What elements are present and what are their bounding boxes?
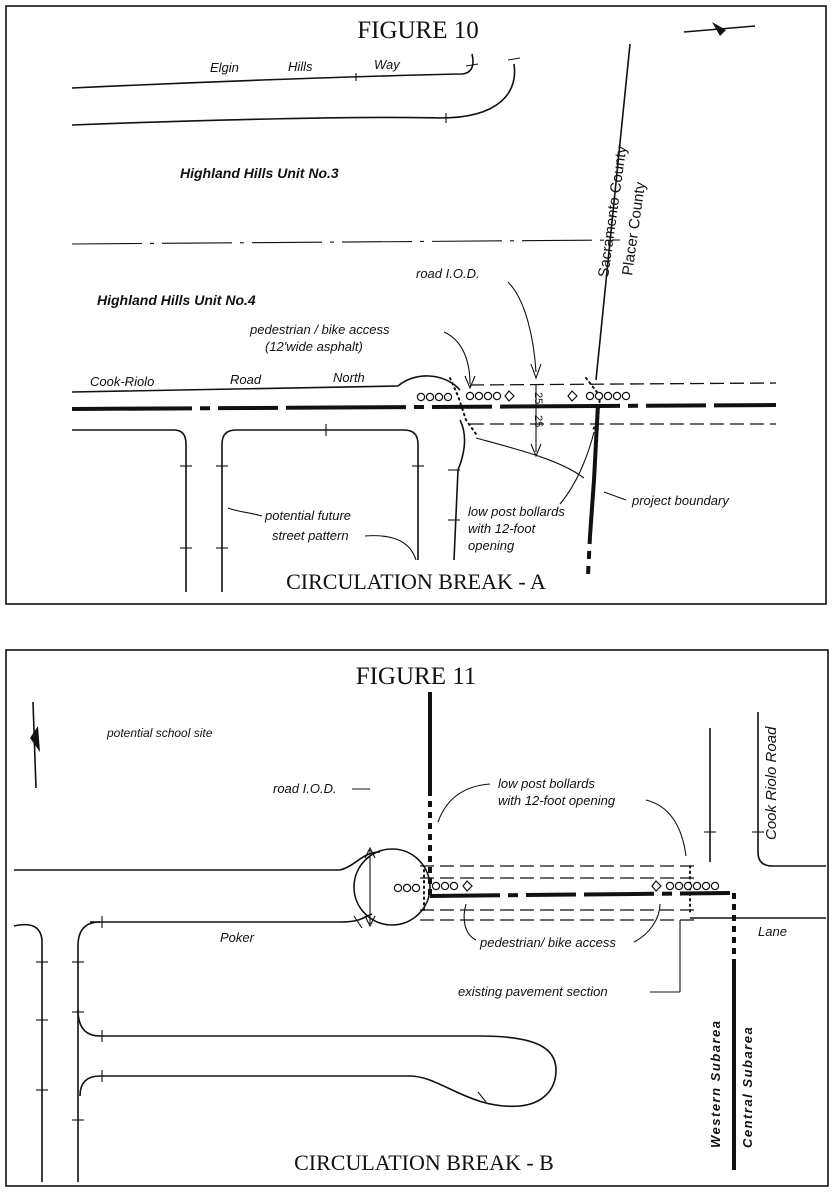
ped-access-label-1: pedestrian / bike access — [249, 322, 390, 337]
bollards-label-1: low post bollards — [468, 504, 565, 519]
road-iod-label: road I.O.D. — [416, 266, 480, 281]
future-street-pattern — [72, 419, 466, 592]
figure-11-caption: CIRCULATION BREAK - B — [294, 1150, 554, 1175]
figure-11: FIGURE 11 potential school site road I.O… — [5, 649, 829, 1187]
ped-access-label-2: (12'wide asphalt) — [265, 339, 363, 354]
figure-11-frame — [5, 649, 829, 1187]
cook-label-3: North — [333, 370, 365, 385]
dim-left-label: 25 — [532, 392, 544, 404]
figure-10: FIGURE 10 Elgin Hills Way Highland Hills… — [5, 5, 827, 605]
cook-riolo-road-b: Cook Riolo Road — [704, 712, 826, 867]
poker-label: Poker — [220, 930, 255, 945]
cook-riolo-road-north: Cook-Riolo Road North — [71, 370, 777, 425]
bollards-group-b2 — [651, 880, 720, 892]
cook-riolo-label-b: Cook Riolo Road — [763, 726, 780, 840]
cook-label-1: Cook-Riolo — [90, 374, 154, 389]
central-subarea-label: Central Subarea — [740, 1026, 755, 1148]
north-arrow-icon — [683, 22, 756, 36]
county-line — [595, 43, 631, 381]
elgin-label-3: Way — [374, 57, 401, 72]
project-boundary-label: project boundary — [631, 493, 730, 508]
figure-10-frame — [5, 5, 827, 605]
bollards-label-3: opening — [468, 538, 515, 553]
existing-pavement-label: existing pavement section — [458, 984, 608, 999]
bollards-label-b2: with 12-foot opening — [498, 793, 616, 808]
project-boundary-line — [588, 403, 600, 537]
unit-4-label: Highland Hills Unit No.4 — [97, 292, 256, 308]
future-street-network-b — [13, 915, 557, 1182]
bollards-group-b1 — [393, 880, 473, 893]
north-arrow-icon — [30, 701, 40, 789]
figure-10-title: FIGURE 10 — [357, 17, 479, 44]
bollards-group-1 — [416, 390, 515, 402]
school-site-label: potential school site — [106, 726, 213, 740]
western-subarea-label: Western Subarea — [708, 1020, 723, 1148]
elgin-hills-way: Elgin Hills Way — [71, 53, 521, 126]
poker-lane: Poker Lane — [14, 846, 826, 945]
bollards-label-b1: low post bollards — [498, 776, 595, 791]
road-iod-leader — [507, 281, 537, 373]
road-iod-label-b: road I.O.D. — [273, 781, 337, 796]
figure-11-title: FIGURE 11 — [356, 663, 477, 690]
figure-10-caption: CIRCULATION BREAK - A — [286, 569, 546, 594]
ped-access-label-b: pedestrian/ bike access — [479, 935, 616, 950]
cook-label-2: Road — [230, 372, 262, 387]
bollards-label-2: with 12-foot — [468, 521, 537, 536]
future-label-1: potential future — [264, 508, 351, 523]
ped-access-path — [449, 377, 477, 435]
elgin-label-2: Hills — [288, 59, 313, 74]
unit-3-label: Highland Hills Unit No.3 — [180, 165, 339, 181]
dim-right-label: 25 — [532, 415, 544, 427]
future-label-2: street pattern — [272, 528, 349, 543]
lane-label: Lane — [758, 924, 787, 939]
unit-boundary-line — [71, 239, 621, 245]
bollards-group-2 — [567, 390, 631, 402]
elgin-label-1: Elgin — [210, 60, 239, 75]
